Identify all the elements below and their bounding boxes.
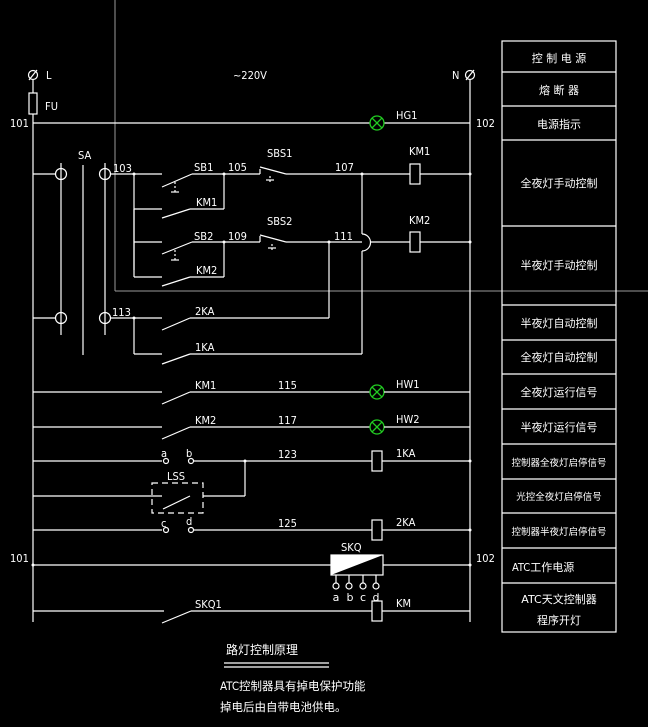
legend-row-full-night-auto: 全夜灯自动控制 bbox=[521, 350, 598, 364]
km1-hold-label: KM1 bbox=[196, 196, 217, 209]
km2-hold-label: KM2 bbox=[196, 264, 217, 277]
node-125: 125 bbox=[278, 517, 297, 530]
lss-terminal-c: c bbox=[161, 517, 166, 530]
node-115: 115 bbox=[278, 379, 297, 392]
node-113: 113 bbox=[112, 306, 131, 319]
pilot-lamp-hw1 bbox=[369, 384, 385, 400]
note-line-2: 掉电后由自带电池供电。 bbox=[220, 700, 347, 714]
node-109: 109 bbox=[228, 230, 247, 243]
km1-aux-contact bbox=[161, 391, 191, 405]
sb2-label: SB2 bbox=[194, 230, 213, 243]
skq-terminal-b-label: b bbox=[347, 591, 354, 604]
hw1-label: HW1 bbox=[396, 378, 420, 391]
2ka-coil bbox=[371, 519, 383, 541]
2ka-coil-label: 2KA bbox=[396, 516, 416, 529]
legend-row-fuse: 熔 断 器 bbox=[539, 83, 579, 97]
sbs2-label: SBS2 bbox=[267, 215, 292, 228]
lss-terminal-b: b bbox=[186, 447, 192, 460]
skq-terminal-a-label: a bbox=[333, 591, 340, 604]
lss-terminal-d: d bbox=[186, 515, 192, 528]
1ka-contact-label: 1KA bbox=[195, 341, 215, 354]
legend-row-half-night-auto: 半夜灯自动控制 bbox=[521, 316, 598, 330]
node-101-bottom: 101 bbox=[10, 552, 29, 565]
km2-aux-label: KM2 bbox=[195, 414, 216, 427]
fuse-label: FU bbox=[45, 100, 58, 113]
line-label: L bbox=[46, 69, 52, 82]
1ka-coil bbox=[371, 450, 383, 472]
hg1-label: HG1 bbox=[396, 109, 417, 122]
legend-row-controller-half-night-start-stop: 控制器半夜灯启停信号 bbox=[511, 526, 606, 538]
skq-terminal-a bbox=[332, 582, 340, 590]
neutral-label: N bbox=[452, 69, 459, 82]
legend-row-control-power: 控 制 电 源 bbox=[532, 51, 587, 65]
legend-row-full-night-manual: 全夜灯手动控制 bbox=[521, 176, 598, 190]
line-terminal bbox=[27, 69, 39, 81]
legend-row-controller-full-night-start-stop: 控制器全夜灯启停信号 bbox=[511, 457, 606, 469]
lss-contact bbox=[162, 495, 191, 510]
node-102-top: 102 bbox=[476, 117, 495, 130]
pilot-lamp-hg1 bbox=[369, 115, 385, 131]
legend-table: 控 制 电 源 熔 断 器 电源指示 全夜灯手动控制 半夜灯手动控制 半夜灯自动… bbox=[501, 40, 617, 633]
2ka-contact bbox=[161, 317, 191, 331]
lss-terminal-a: a bbox=[161, 447, 167, 460]
node-102-bottom: 102 bbox=[476, 552, 495, 565]
sa-label: SA bbox=[78, 149, 91, 162]
skq-terminal-c-label: c bbox=[360, 591, 366, 604]
skq-terminal-d bbox=[372, 582, 380, 590]
km2-aux-contact bbox=[161, 426, 191, 440]
node-107: 107 bbox=[335, 161, 354, 174]
km1-hold-contact bbox=[161, 208, 191, 219]
skq-terminal-d-label: d bbox=[373, 591, 380, 604]
sbs1-label: SBS1 bbox=[267, 147, 292, 160]
km2-coil bbox=[409, 231, 421, 253]
km1-aux-label: KM1 bbox=[195, 379, 216, 392]
km2-coil-label: KM2 bbox=[409, 214, 430, 227]
skq-terminal-b bbox=[345, 582, 353, 590]
legend-row-power-indicator: 电源指示 bbox=[537, 117, 581, 131]
1ka-coil-label: 1KA bbox=[396, 447, 416, 460]
skq1-contact bbox=[161, 610, 192, 624]
skq1-label: SKQ1 bbox=[195, 598, 222, 611]
legend-row-atc-controller: ATC天文控制器 bbox=[521, 592, 596, 606]
km1-coil-label: KM1 bbox=[409, 145, 430, 158]
km1-coil bbox=[409, 163, 421, 185]
astronomical-controller-skq bbox=[330, 554, 384, 576]
km-coil bbox=[371, 600, 383, 622]
sb2-contact bbox=[161, 241, 193, 255]
legend-row-half-night-run-signal: 半夜灯运行信号 bbox=[521, 420, 598, 434]
node-117: 117 bbox=[278, 414, 297, 427]
skq-label: SKQ bbox=[341, 541, 362, 554]
legend-row-atc-power: ATC工作电源 bbox=[512, 560, 574, 574]
sb1-label: SB1 bbox=[194, 161, 213, 174]
legend-row-half-night-manual: 半夜灯手动控制 bbox=[521, 258, 598, 272]
legend-row-full-night-run-signal: 全夜灯运行信号 bbox=[521, 385, 598, 399]
2ka-contact-label: 2KA bbox=[195, 305, 215, 318]
diagram-title: 路灯控制原理 bbox=[226, 642, 298, 657]
node-123: 123 bbox=[278, 448, 297, 461]
legend-row-program-light-on: 程序开灯 bbox=[537, 613, 581, 627]
sbs1-contact bbox=[259, 166, 287, 175]
1ka-contact bbox=[161, 353, 191, 365]
sb1-contact bbox=[161, 173, 193, 188]
node-101-top: 101 bbox=[10, 117, 29, 130]
fuse-symbol bbox=[28, 92, 38, 115]
km2-hold-contact bbox=[161, 276, 191, 287]
lss-box bbox=[151, 482, 204, 514]
lss-label: LSS bbox=[167, 470, 185, 483]
node-103: 103 bbox=[113, 162, 132, 175]
hw2-label: HW2 bbox=[396, 413, 420, 426]
node-105: 105 bbox=[228, 161, 247, 174]
node-111: 111 bbox=[334, 230, 353, 243]
pilot-lamp-hw2 bbox=[369, 419, 385, 435]
sbs2-contact bbox=[259, 234, 287, 243]
legend-row-light-control-full-night-start-stop: 光控全夜灯启停信号 bbox=[516, 491, 602, 503]
skq-terminal-c bbox=[359, 582, 367, 590]
km-coil-label: KM bbox=[396, 597, 411, 610]
note-line-1: ATC控制器具有掉电保护功能 bbox=[220, 679, 366, 693]
wire-crossover bbox=[361, 233, 372, 252]
neutral-terminal bbox=[464, 69, 476, 81]
voltage-label: ~220V bbox=[233, 69, 267, 82]
